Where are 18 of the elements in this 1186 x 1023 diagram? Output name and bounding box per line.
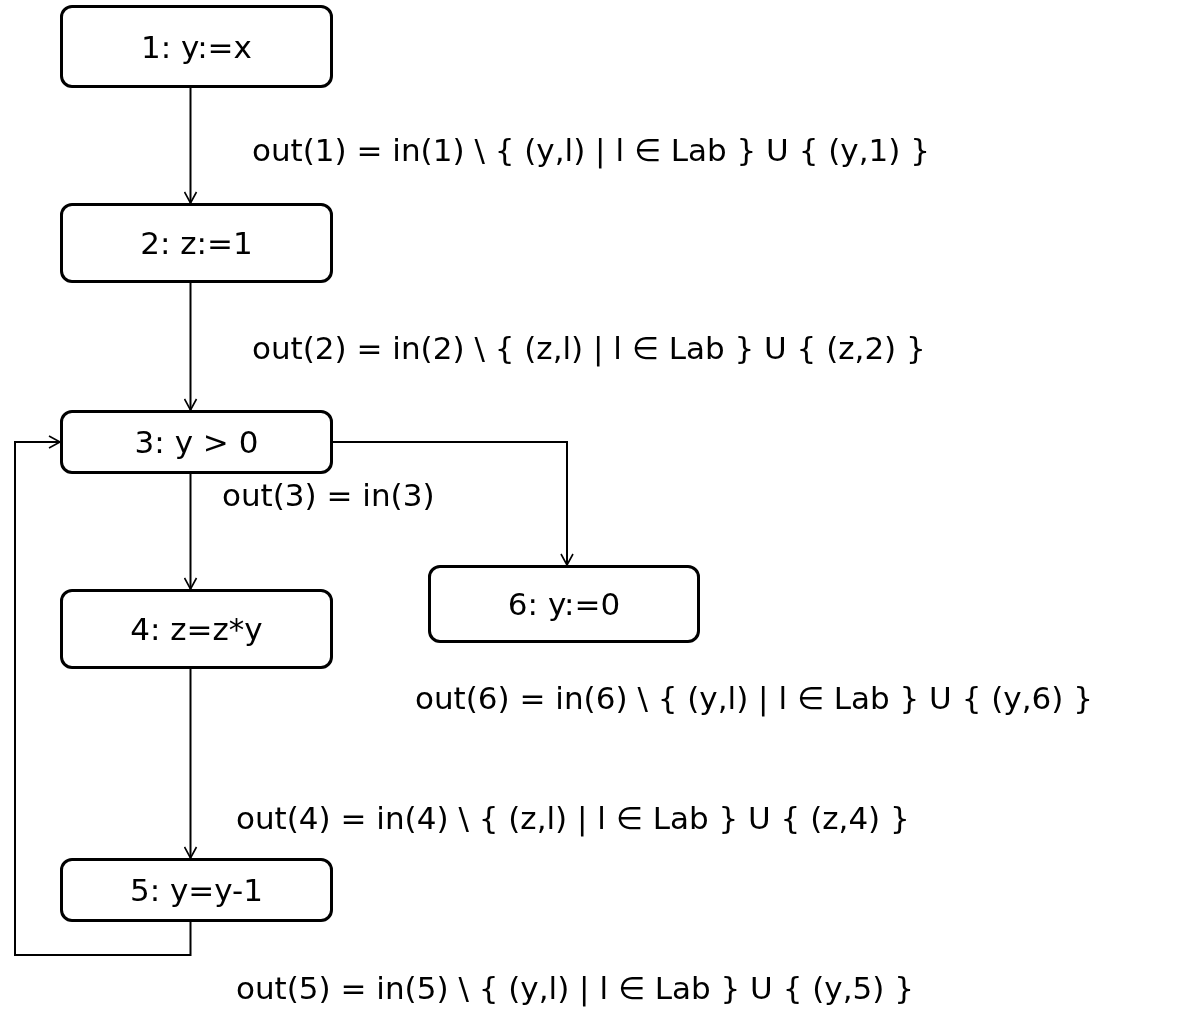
statement-text: 6: y:=0 xyxy=(507,586,621,622)
process-box xyxy=(60,858,333,922)
process-box xyxy=(60,203,333,283)
arrow xyxy=(183,282,198,411)
arrow xyxy=(14,435,192,956)
statement-text: 2: z:=1 xyxy=(140,225,253,261)
process-box xyxy=(60,410,333,474)
statement-text: 5: y=y-1 xyxy=(129,872,264,908)
process-box xyxy=(60,5,333,88)
arrow xyxy=(183,473,198,590)
statement-text: 4: z=z*y xyxy=(130,611,263,647)
process-box xyxy=(428,565,700,643)
arrow xyxy=(183,668,198,859)
process-box xyxy=(60,589,333,669)
arrow xyxy=(332,441,574,566)
statement-text: 1: y:=x xyxy=(141,28,252,65)
arrow xyxy=(183,87,198,204)
statement-text: 3: y > 0 xyxy=(134,424,259,460)
